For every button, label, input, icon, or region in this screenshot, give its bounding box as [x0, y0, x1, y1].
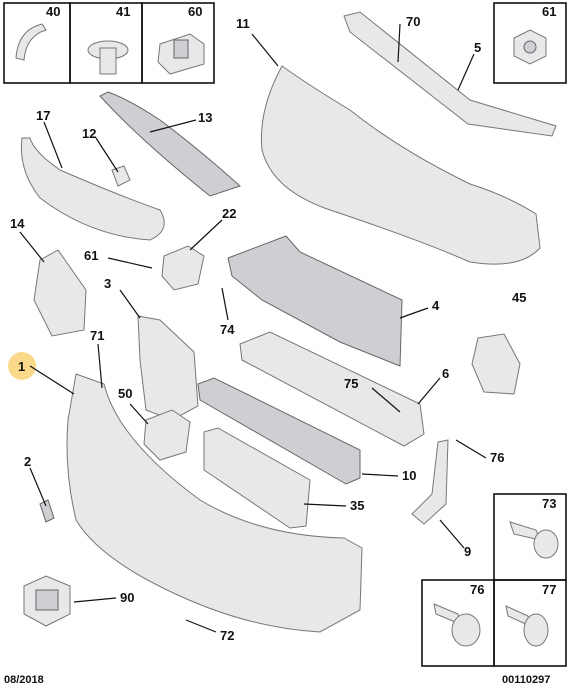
part-14-side-bracket[interactable] — [33, 249, 87, 337]
label-11: 11 — [236, 16, 250, 31]
part-35-lower-panel[interactable] — [203, 427, 311, 529]
part-61-nut[interactable] — [513, 29, 547, 65]
label-22: 22 — [222, 206, 236, 221]
part-50-bracket[interactable] — [143, 409, 191, 461]
label-50: 50 — [118, 386, 132, 401]
label-13: 13 — [198, 110, 212, 125]
part-13-grille-mesh[interactable] — [99, 91, 241, 197]
part-45-support[interactable] — [471, 333, 521, 395]
label-40: 40 — [46, 4, 60, 19]
label-2: 2 — [24, 454, 31, 469]
label-1: 1 — [18, 359, 25, 374]
label-3: 3 — [104, 276, 111, 291]
label-70: 70 — [406, 14, 420, 29]
label-90: 90 — [120, 590, 134, 605]
label-41: 41 — [116, 4, 130, 19]
highlight-marker-1 — [8, 352, 36, 380]
label-75: 75 — [344, 376, 358, 391]
part-11-upper-bumper-cover[interactable] — [260, 65, 541, 265]
label-14: 14 — [10, 216, 25, 231]
label-72: 72 — [220, 628, 234, 643]
part-73-screw[interactable] — [509, 521, 559, 559]
part-76-screw[interactable] — [433, 603, 481, 647]
part-3-side-guide[interactable] — [137, 315, 199, 421]
leader-lines — [19, 23, 487, 633]
label-35: 35 — [350, 498, 364, 513]
part-1-front-bumper[interactable] — [66, 373, 363, 633]
part-9-bracket[interactable] — [411, 439, 449, 525]
label-61: 61 — [84, 248, 98, 263]
label-61-box: 61 — [542, 4, 556, 19]
part-40-clip[interactable] — [15, 23, 47, 61]
part-labels: 40 41 60 61 11 70 5 17 12 13 14 22 61 3 … — [10, 4, 556, 643]
part-6-impact-beam[interactable] — [239, 331, 425, 447]
footer-date: 08/2018 — [4, 674, 44, 686]
part-41-rivet[interactable] — [87, 40, 129, 75]
label-17: 17 — [36, 108, 50, 123]
part-5-upper-crossmember[interactable] — [343, 11, 557, 137]
part-60-clip[interactable] — [157, 33, 205, 75]
part-22-bracket[interactable] — [161, 245, 205, 291]
label-45: 45 — [512, 290, 526, 305]
footer-reference: 00110297 — [502, 674, 551, 686]
label-76-box: 76 — [470, 582, 484, 597]
label-6: 6 — [442, 366, 449, 381]
label-4: 4 — [432, 298, 440, 313]
label-9: 9 — [464, 544, 471, 559]
label-60: 60 — [188, 4, 202, 19]
part-4-undertray[interactable] — [227, 235, 403, 367]
hardware-box-group-top — [3, 2, 567, 84]
hardware-box-group-bottom — [421, 493, 567, 667]
label-77: 77 — [542, 582, 556, 597]
part-90-fitting-kit[interactable] — [23, 575, 71, 627]
label-12: 12 — [82, 126, 96, 141]
part-10-energy-absorber[interactable] — [197, 377, 361, 485]
part-17-grille-frame[interactable] — [20, 137, 165, 241]
label-74: 74 — [220, 322, 235, 337]
label-5: 5 — [474, 40, 481, 55]
label-10: 10 — [402, 468, 416, 483]
part-2-cap[interactable] — [39, 499, 55, 523]
label-73: 73 — [542, 496, 556, 511]
label-71: 71 — [90, 328, 104, 343]
part-12-clip[interactable] — [111, 165, 131, 187]
part-77-screw[interactable] — [505, 605, 549, 647]
label-76: 76 — [490, 450, 504, 465]
